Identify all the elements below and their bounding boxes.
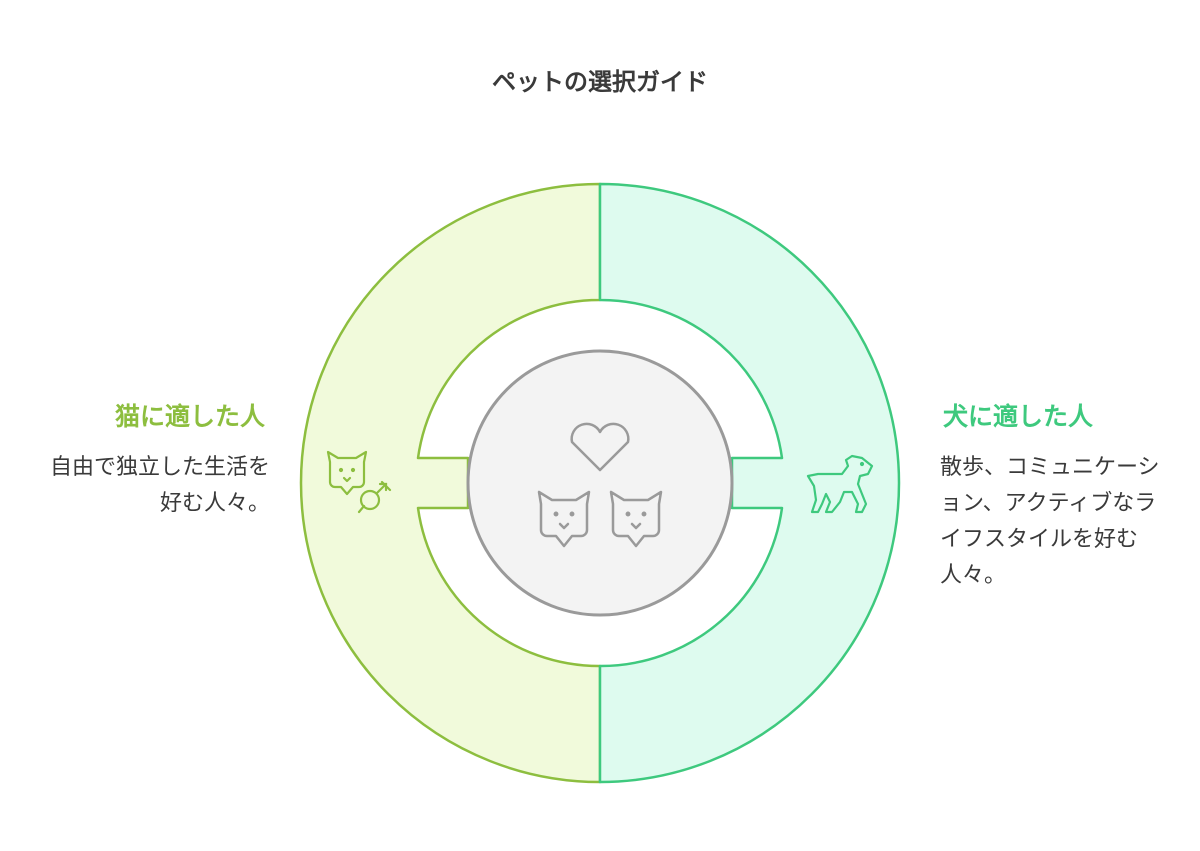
cat-description: 自由で独立した生活を好む人々。	[49, 455, 270, 516]
female-symbol-icon	[357, 480, 392, 514]
cat-heading: 猫に適した人	[114, 402, 265, 431]
page-title: ペットの選択ガイド	[492, 68, 708, 96]
dog-description: 散歩、コミュニケーション、アクティブなライフスタイルを好む人々。	[940, 455, 1160, 588]
cat-face-icon	[326, 450, 368, 496]
heart-icon	[570, 422, 630, 472]
cat-face-icon	[609, 490, 663, 548]
cat-ring-segment	[299, 182, 602, 784]
dog-icon	[806, 454, 874, 514]
center-circle	[466, 349, 734, 617]
cat-face-icon	[537, 490, 591, 548]
dog-heading: 犬に適した人	[943, 402, 1094, 431]
dog-ring-segment	[598, 182, 901, 784]
